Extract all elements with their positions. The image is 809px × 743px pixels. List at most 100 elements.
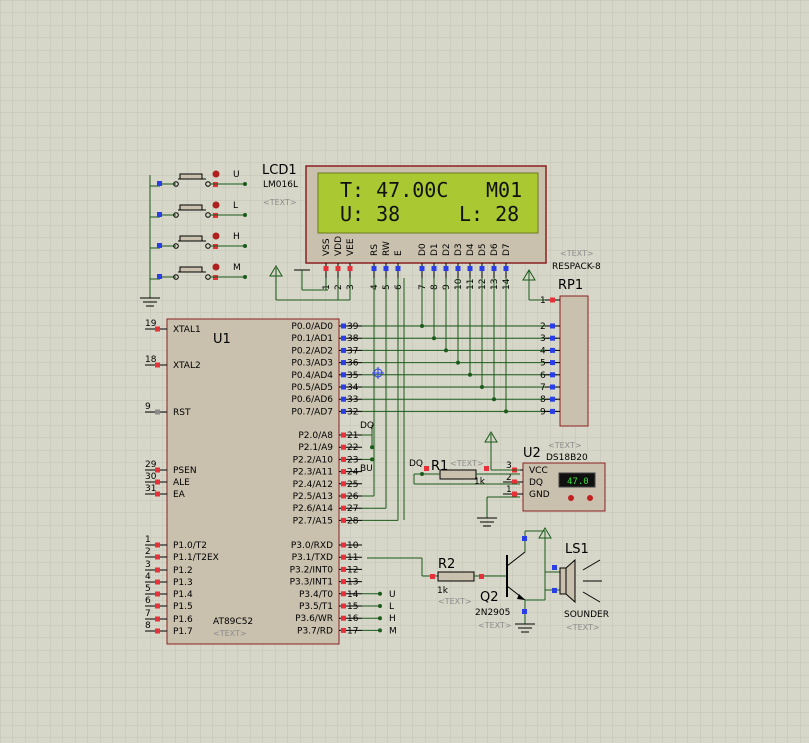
push-button[interactable]: H: [150, 232, 247, 249]
ls1-placeholder: <TEXT>: [566, 623, 600, 632]
pin-marker: [341, 469, 346, 475]
pin-marker: [155, 616, 160, 622]
pin-marker: [455, 266, 461, 271]
mcu-pin-name: P0.2/AD2: [291, 346, 333, 356]
resistor-r2[interactable]: R2 1k <TEXT>: [367, 557, 507, 606]
pin-marker: [512, 479, 517, 485]
pin-marker: [341, 323, 346, 329]
mcu-pin-number: 34: [347, 383, 359, 393]
pin-marker: [550, 323, 555, 329]
pin-marker: [341, 603, 346, 609]
mcu-pin-name: PSEN: [173, 466, 197, 476]
rp1-pin-number: 6: [540, 371, 546, 381]
mcu-pin-number: 36: [347, 359, 359, 369]
mcu-pin-number: 13: [347, 578, 358, 588]
mcu-pin-name: P2.2/A10: [293, 455, 334, 465]
lcd-pin-number: 2: [334, 284, 344, 290]
lcd-pin-label: D2: [442, 243, 452, 256]
lcd-pin-label: D1: [430, 243, 440, 256]
pin-marker: [341, 372, 346, 378]
mcu-pin-number: 4: [145, 572, 151, 582]
lcd-pin-label: RW: [382, 241, 392, 256]
mcu-pin-number: 25: [347, 480, 358, 490]
mcu-pin-name: P3.1/TXD: [292, 553, 333, 563]
mcu-pin-name: P2.0/A8: [298, 431, 333, 441]
pin-marker: [550, 335, 555, 341]
lcd-pin-number: 12: [478, 279, 488, 290]
push-button[interactable]: U: [150, 170, 247, 187]
q2-model: 2N2905: [475, 608, 510, 618]
mcu-pin-name: P2.3/A11: [293, 468, 333, 478]
pin-marker: [341, 542, 346, 548]
pin-marker: [341, 432, 346, 438]
pin-marker: [419, 266, 425, 271]
mcu-pin-name: P2.7/A15: [293, 516, 333, 526]
pin-marker: [157, 243, 162, 248]
power-arrow: [538, 527, 552, 542]
decrement-icon[interactable]: [568, 495, 574, 501]
mcu-pin-name: P1.6: [173, 615, 193, 625]
lcd-line2-right: L: 28: [459, 202, 519, 226]
lcd-module[interactable]: T: 47.00C M01 U: 38 L: 28 LCD1 LM016L <T…: [262, 163, 547, 290]
mcu-pin-name: P0.4/AD4: [291, 371, 333, 381]
mcu-pin-name: P2.1/A9: [298, 443, 333, 453]
pin-marker: [341, 505, 346, 511]
pin-marker: [155, 603, 160, 609]
pin-marker: [155, 479, 160, 485]
mcu-right-pins: 39P0.0/AD038P0.1/AD137P0.2/AD236P0.3/AD3…: [290, 322, 362, 636]
lcd-pin-label: VDD: [334, 236, 344, 256]
rp1-pin-number: 9: [540, 407, 546, 417]
mcu-pin-number: 28: [347, 516, 359, 526]
mcu-at89c52[interactable]: U1 AT89C52 <TEXT> 19XTAL118XTAL29RST29PS…: [145, 318, 362, 645]
pin-marker: [157, 212, 162, 217]
u2-placeholder: <TEXT>: [548, 441, 582, 450]
increment-icon[interactable]: [587, 495, 593, 501]
push-button[interactable]: M: [150, 263, 247, 280]
lcd-model: LM016L: [263, 180, 298, 190]
mcu-pin-number: 29: [145, 460, 157, 470]
r2-placeholder: <TEXT>: [438, 597, 472, 606]
lcd-pin-label: D4: [466, 243, 476, 256]
mcu-pin-number: 26: [347, 492, 359, 502]
lcd-pin-label: RS: [370, 244, 380, 256]
pin-marker: [155, 554, 160, 560]
pin-marker: [503, 266, 509, 271]
button-head-icon: [212, 201, 220, 209]
pin-marker: [341, 444, 346, 450]
pin-marker: [155, 579, 160, 585]
pin-marker: [335, 266, 341, 271]
mcu-pin-number: 21: [347, 431, 358, 441]
rp1-pin-number: 5: [540, 359, 546, 369]
pin-marker: [395, 266, 401, 271]
mcu-pin-name: P3.4/T0: [299, 590, 333, 600]
mcu-pin-number: 7: [145, 609, 151, 619]
r1-ref: R1: [431, 459, 448, 474]
pin-marker: [550, 297, 555, 303]
mcu-pin-name: P0.1/AD1: [291, 334, 333, 344]
pin-marker: [341, 384, 346, 390]
net-label: U: [389, 590, 396, 600]
rp1-pin-number: 2: [540, 322, 546, 332]
push-button[interactable]: L: [150, 201, 247, 218]
pin-marker: [550, 384, 555, 390]
resistor-r1[interactable]: R1 1k <TEXT> DQ: [409, 459, 520, 487]
pin-marker: [341, 566, 346, 572]
transistor-q2[interactable]: Q2 2N2905 <TEXT>: [475, 530, 545, 633]
mcu-pin-number: 9: [145, 402, 151, 412]
button-label: M: [233, 263, 241, 273]
push-buttons: ULH M: [150, 170, 247, 280]
sounder-ls1[interactable]: LS1 SOUNDER <TEXT>: [525, 542, 609, 632]
u2-pin-number: 1: [506, 485, 512, 495]
r1-value: 1k: [474, 477, 486, 487]
lcd-pin-label: D6: [490, 243, 500, 256]
u2-pin-number: 2: [506, 473, 512, 483]
pin-marker: [155, 467, 160, 473]
pin-marker: [550, 360, 555, 366]
u2-model: DS18B20: [546, 453, 588, 463]
lcd-line1-left: T: 47.00C: [340, 178, 448, 202]
